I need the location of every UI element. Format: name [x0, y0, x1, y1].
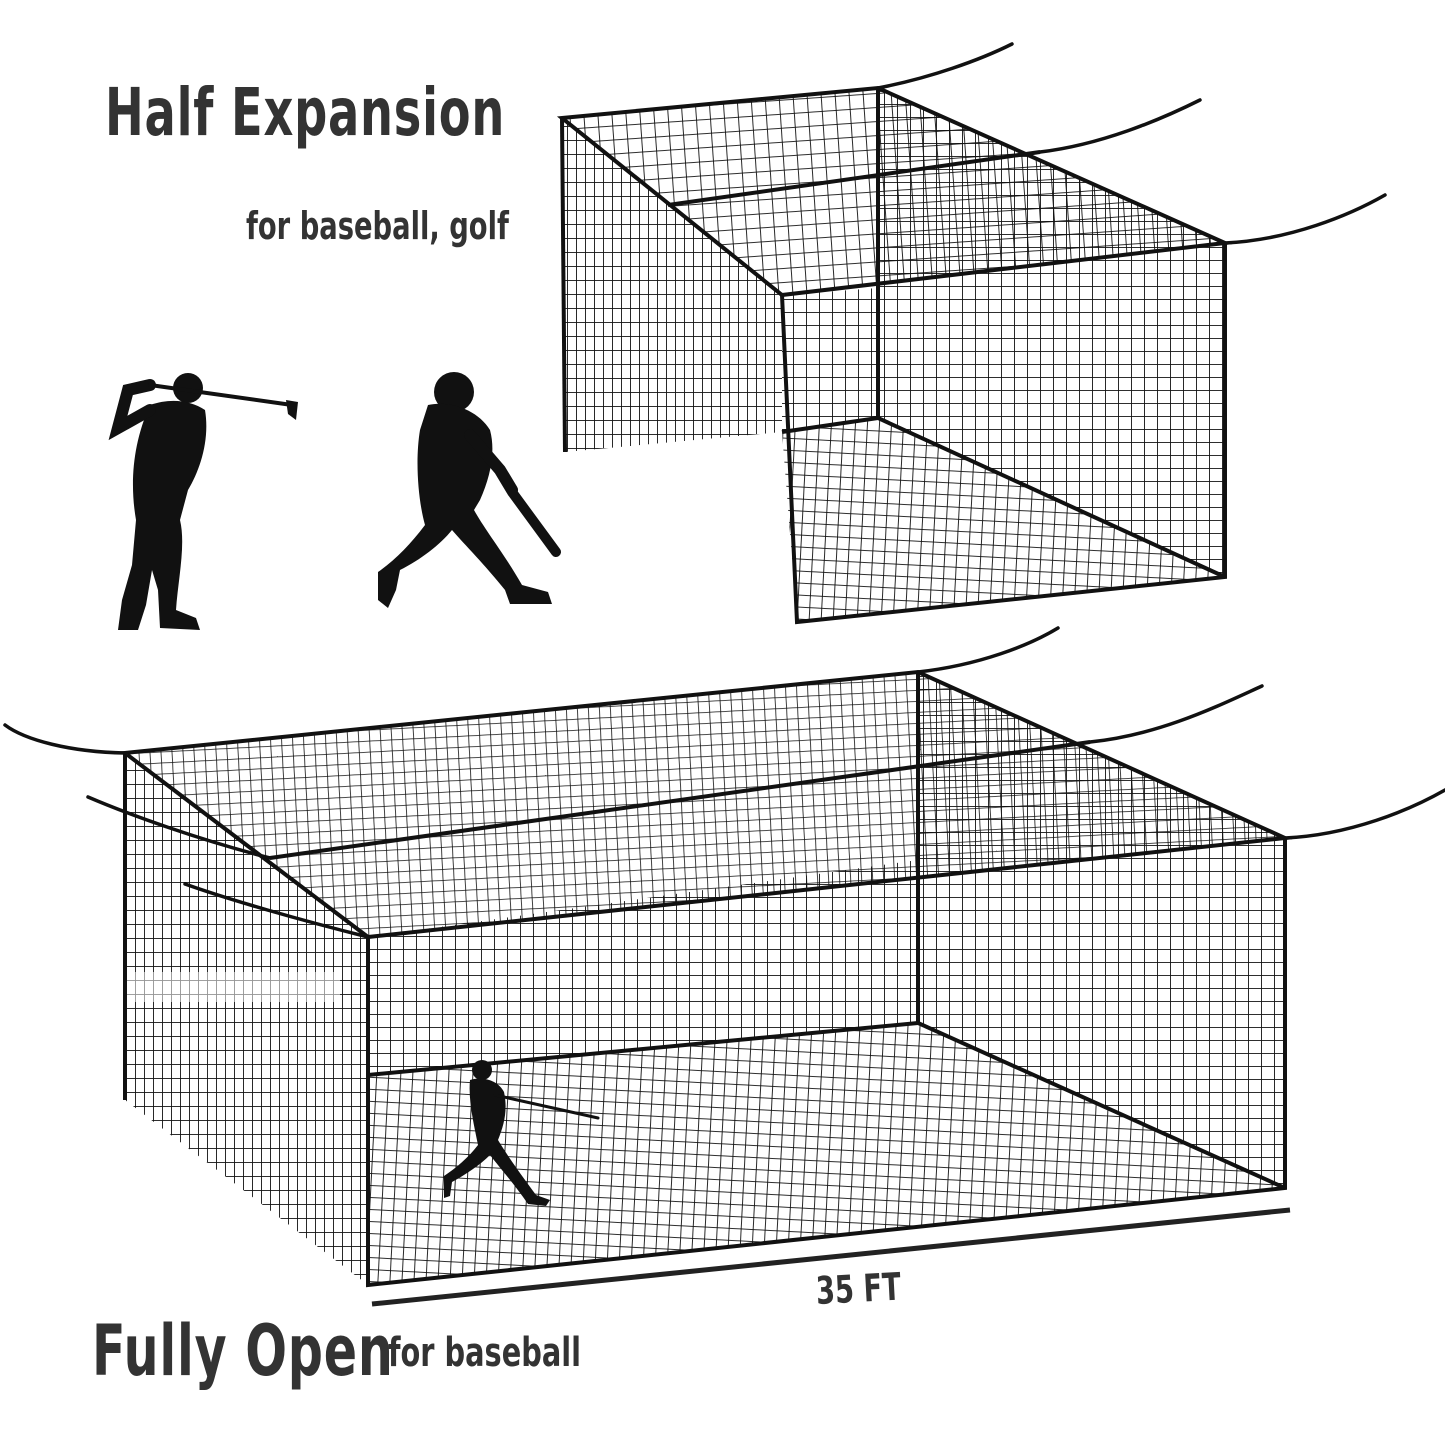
full-cage-floor: [368, 1023, 1285, 1285]
half-cage: [556, 42, 1387, 625]
dimension-label: 35 FT: [814, 1264, 902, 1313]
full-cage: [3, 626, 1445, 1307]
small-batter-silhouette-icon: [444, 1060, 600, 1206]
half-cage-back-wall: [782, 288, 878, 432]
half-cage-floor: [782, 418, 1225, 622]
half-cage-left-panel: [562, 118, 782, 452]
dimension-line: [371, 1207, 1291, 1307]
half-cage-right-wall: [878, 88, 1225, 577]
golfer-silhouette-icon: [108, 373, 298, 630]
fully-open-title: Fully Open: [92, 1310, 394, 1392]
batter-silhouette-icon: [378, 372, 561, 608]
full-cage-back-wall: [368, 860, 918, 1075]
half-expansion-title: Half Expansion: [105, 74, 506, 151]
half-expansion-subtitle: for baseball, golf: [246, 204, 509, 248]
full-cage-right-wall: [918, 672, 1285, 1188]
fully-open-subtitle: for baseball: [388, 1330, 581, 1376]
